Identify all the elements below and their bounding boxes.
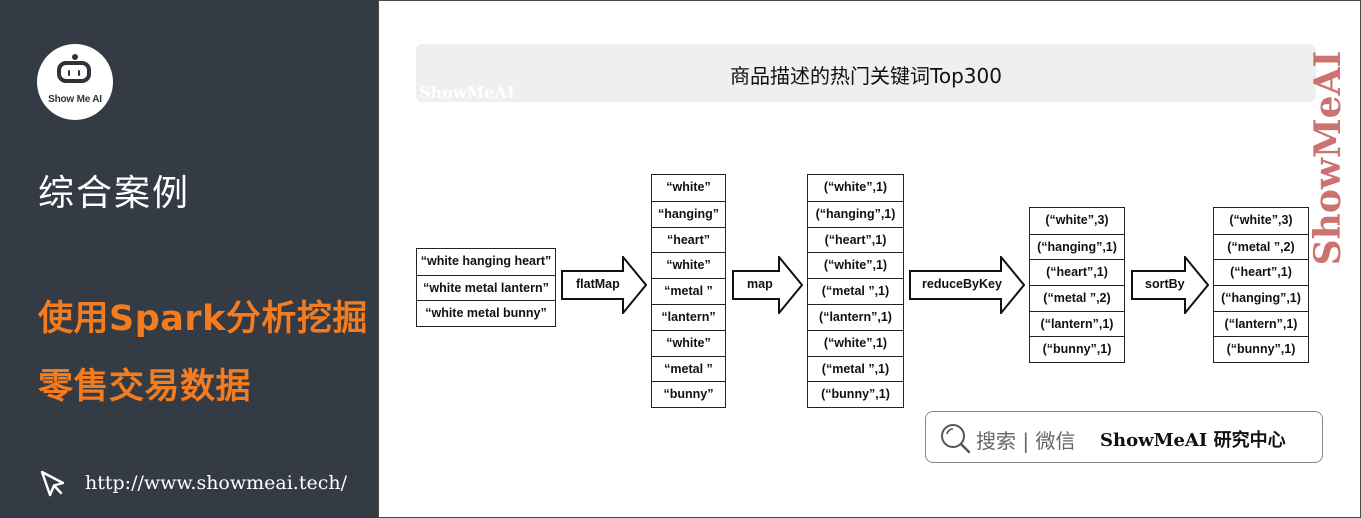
arrow-label-map: map — [747, 277, 773, 291]
list-cell: (“heart”,1) — [808, 226, 903, 253]
search-icon — [941, 424, 971, 454]
robot-antenna-icon — [72, 54, 78, 60]
list-cell: “white” — [652, 329, 725, 356]
list-cell: (“hanging”,1) — [1214, 285, 1308, 311]
wechat-search-box[interactable]: 搜索 | 微信 ShowMeAI 研究中心 — [925, 411, 1323, 463]
list-cell: (“metal ”,1) — [808, 355, 903, 382]
sidebar: Show Me AI 综合案例 使用Spark分析挖掘 零售交易数据 http:… — [0, 0, 378, 518]
search-brand-label: ShowMeAI 研究中心 — [1100, 430, 1286, 451]
list-cell: “white” — [666, 180, 711, 194]
list-cell: “bunny” — [652, 381, 725, 407]
list-cell: (“bunny”,1) — [1214, 336, 1308, 362]
watermark-text: ShowMeAI — [419, 83, 515, 102]
list-cell: (“lantern”,1) — [808, 303, 903, 330]
list-cell: (“white”,3) — [1045, 213, 1109, 227]
arrow-sortby-icon — [1131, 256, 1209, 314]
arrow-label-reducebykey: reduceByKey — [922, 277, 1002, 291]
website-url-link[interactable]: http://www.showmeai.tech/ — [85, 472, 348, 494]
list-cell: (“white”,3) — [1229, 213, 1293, 227]
logo-text: Show Me AI — [48, 94, 102, 105]
arrow-label-flatmap: flatMap — [576, 277, 620, 291]
list-cell: (“metal ”,2) — [1030, 285, 1124, 311]
robot-face-icon — [57, 61, 91, 83]
token-list-sort-output: (“white”,3) (“metal ”,2)(“heart”,1)(“hang… — [1213, 207, 1309, 364]
diagram-title-bar — [416, 44, 1316, 102]
list-cell: “hanging” — [652, 200, 725, 227]
list-cell: “white metal bunny” — [417, 300, 555, 326]
showmeai-logo[interactable]: Show Me AI — [37, 44, 113, 120]
list-cell: (“white”,1) — [808, 329, 903, 356]
list-cell: “metal ” — [652, 355, 725, 382]
arrow-label-sortby: sortBy — [1145, 277, 1185, 291]
token-list-reduce-output: (“white”,3) (“hanging”,1)(“heart”,1)(“met… — [1029, 207, 1125, 364]
arrow-reducebykey-icon — [909, 256, 1025, 314]
vertical-watermark: ShowMeAI — [1307, 50, 1349, 266]
token-list-flatmap-output: “white”“hanging”“heart”“white”“metal ”“l… — [651, 174, 726, 409]
section-title: 综合案例 — [38, 173, 191, 214]
list-cell: (“hanging”,1) — [808, 200, 903, 227]
main-title-line-2: 零售交易数据 — [38, 367, 252, 407]
list-cell: “heart” — [652, 226, 725, 253]
list-cell: (“metal ”,1) — [808, 278, 903, 304]
token-list-map-output: (“white”,1)(“hanging”,1)(“heart”,1)(“whi… — [807, 174, 904, 409]
list-cell: “white hanging heart” — [420, 254, 552, 268]
list-cell: (“bunny”,1) — [808, 381, 903, 407]
list-cell: “metal ” — [652, 278, 725, 304]
main-title-line-1: 使用Spark分析挖掘 — [38, 299, 368, 339]
list-cell: (“lantern”,1) — [1030, 310, 1124, 337]
list-cell: (“metal ”,2) — [1214, 233, 1308, 260]
list-cell: (“white”,1) — [823, 180, 888, 194]
list-cell: “white” — [652, 252, 725, 278]
list-cell: “white metal lantern” — [417, 274, 555, 301]
list-cell: (“white”,1) — [808, 252, 903, 278]
search-placeholder: 搜索 | 微信 — [976, 429, 1076, 453]
list-cell: (“lantern”,1) — [1214, 310, 1308, 337]
list-cell: “lantern” — [652, 303, 725, 330]
cursor-click-icon — [40, 470, 65, 497]
list-cell: (“heart”,1) — [1030, 259, 1124, 285]
token-list-input: “white hanging heart” “white metal lanter… — [416, 248, 556, 328]
list-cell: (“hanging”,1) — [1030, 233, 1124, 260]
arrow-map-icon — [732, 256, 803, 314]
diagram-title: 商品描述的热门关键词Top300 — [730, 64, 1002, 88]
list-cell: (“bunny”,1) — [1030, 336, 1124, 362]
list-cell: (“heart”,1) — [1214, 259, 1308, 285]
arrow-flatmap-icon — [561, 256, 647, 314]
